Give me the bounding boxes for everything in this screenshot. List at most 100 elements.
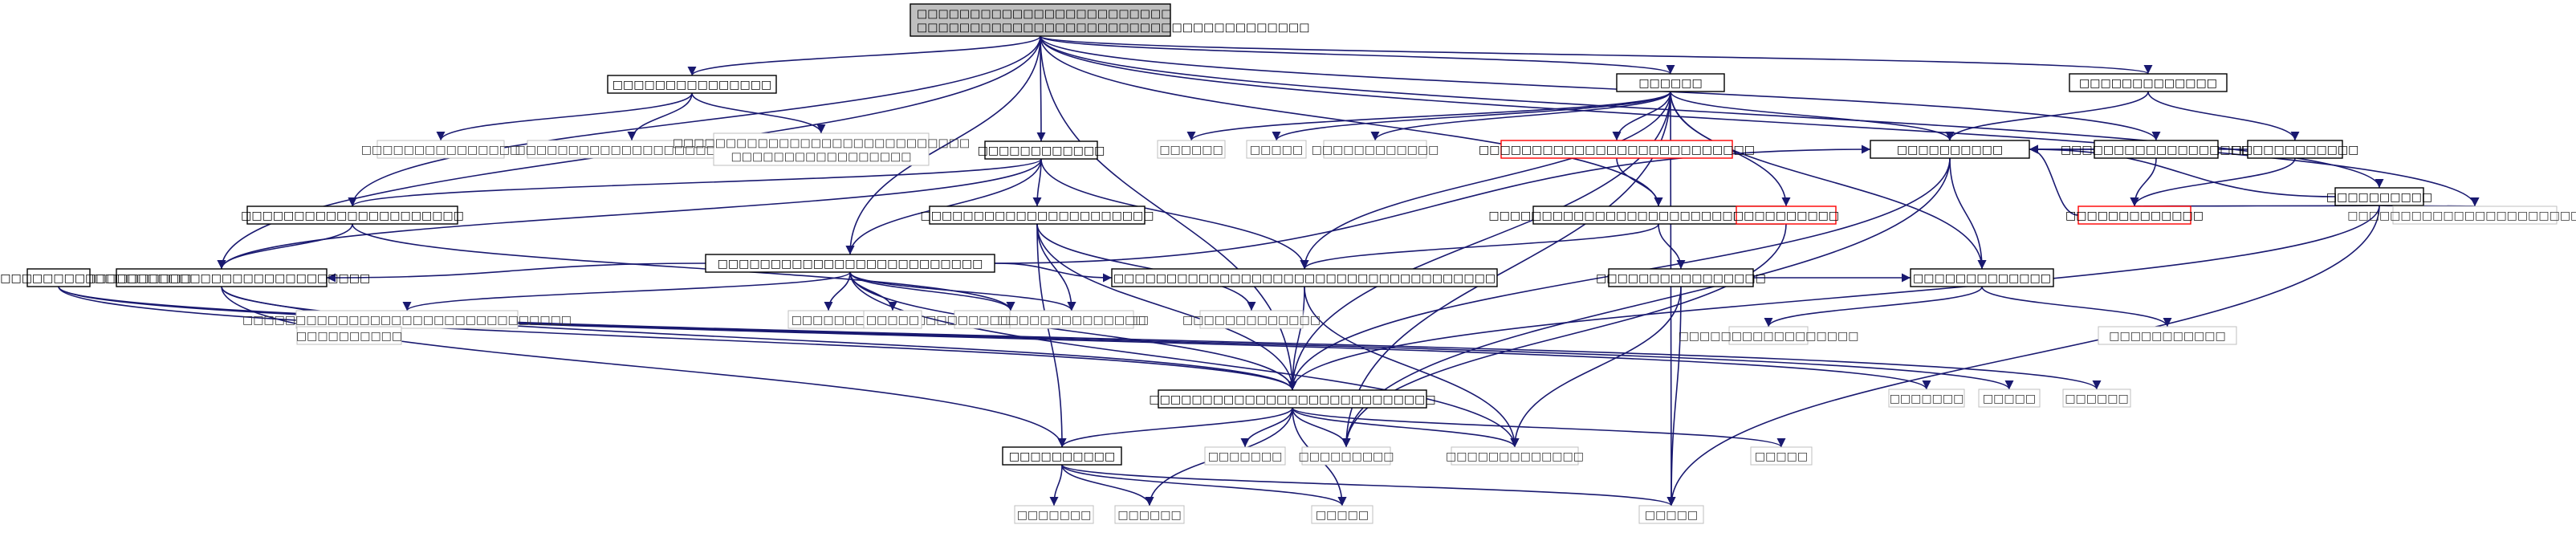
node-root[interactable]: □□□□□□□□□□□□□□□□□□□□□□□□□□□□□□□□□□□□□□□□…	[910, 3, 1309, 37]
edge-path	[849, 271, 1520, 448]
node-a1[interactable]: □□□□□□□□□□□□□□□	[607, 75, 777, 94]
node-g8[interactable]: □□□□□□□□□□□□□□□□□	[1679, 326, 1859, 345]
edge-a5-to-e1	[1288, 205, 2380, 391]
edge-path	[1288, 205, 2380, 391]
edge-a3-to-b4	[1186, 91, 1671, 141]
node-box	[1157, 140, 1226, 159]
edge-d4-to-g9	[1981, 286, 2172, 328]
node-d2[interactable]: □□□□□□□□□□□□□□□□□□□□□□□□□□□□□□□□□□□□	[1111, 268, 1498, 287]
node-g5[interactable]: □□□□□□□□□□□□□□	[997, 310, 1146, 329]
node-box	[2098, 326, 2237, 345]
node-g7[interactable]: □□□□□□□□□□	[296, 326, 402, 345]
node-label: □□□□□□□	[792, 314, 866, 327]
node-r3[interactable]: □□□□□□□□□□□□□	[2065, 205, 2204, 225]
edge-a2-to-c1	[348, 158, 1042, 207]
node-a3[interactable]: □□□□□□	[1616, 73, 1725, 92]
node-box	[2069, 73, 2228, 92]
node-c8[interactable]: □□□□□□□□□□	[1870, 140, 2030, 159]
edge-path	[1370, 91, 1671, 141]
node-i4[interactable]: □□□□□	[1638, 505, 1704, 524]
node-d5[interactable]: □□□□□□□□□□□□□□□□□□□□□□□□□	[0, 268, 191, 287]
node-label: □□□□□□□	[1017, 509, 1092, 522]
edge-path	[1666, 286, 1682, 507]
node-label: □□□□□□□□□□□□□□□□□□□□□□□□□□□□	[673, 137, 970, 150]
node-label: □□□□□□	[1117, 509, 1181, 522]
edge-root-to-c1	[348, 35, 1041, 207]
node-c2[interactable]: □□□□□□□□□□□□□□□□□□□□□□□□□	[705, 254, 995, 273]
node-g4[interactable]: □□□□□	[863, 310, 922, 329]
node-b3[interactable]: □□□□□□□□□□□□□□□□□□□□□□□□□□□□□□□□□□□□□□□□…	[673, 132, 970, 166]
node-c3[interactable]: □□□□□□□□□□□□□□□□□□□□□□	[920, 205, 1154, 225]
node-box	[929, 205, 1146, 225]
edge-root-to-a4	[1040, 35, 2152, 75]
edge-e1-to-h4	[1240, 407, 1293, 448]
node-e1[interactable]: □□□□□□□□□□□□□□□□□□□□□□□□□□□	[1149, 389, 1436, 409]
node-i2[interactable]: □□□□□□	[1114, 505, 1185, 524]
node-b4[interactable]: □□□□□□	[1157, 140, 1226, 159]
node-c1[interactable]: □□□□□□□□□□□□□□□□□□□□□	[241, 205, 464, 225]
node-label: □□□□□□□□□□□□□	[1182, 314, 1321, 327]
edge-c3-to-f1	[1036, 223, 1067, 448]
node-d3[interactable]: □□□□□□□□□□□□□□□□	[1596, 268, 1766, 287]
edge-path	[348, 35, 1041, 207]
node-h3[interactable]: □□□□□□	[2062, 389, 2131, 408]
node-box	[246, 205, 458, 225]
node-h5[interactable]: □□□□□□□□□	[1298, 446, 1394, 466]
node-g1[interactable]: □□□□□□□	[787, 310, 869, 329]
node-h1[interactable]: □□□□□□□	[1888, 389, 1965, 408]
node-label: □□□□□□□	[1890, 393, 1964, 405]
node-h6[interactable]: □□□□□□□□□□□□□	[1446, 446, 1584, 466]
node-g9[interactable]: □□□□□□□□□□□	[2098, 326, 2237, 345]
node-label: □□□□□□□□□□□□□□□□□□□□□□□□	[2347, 210, 2576, 222]
node-b6[interactable]: □□□□□□□□□□□□	[1312, 140, 1439, 159]
node-label: □□□□□	[1316, 509, 1369, 522]
edge-path	[58, 286, 1297, 391]
node-r2[interactable]: □□□□□□□□□□	[1733, 205, 1839, 225]
node-a2[interactable]: □□□□□□□□□□□□	[978, 140, 1105, 160]
edge-path	[1341, 157, 1951, 448]
node-label: □□□□□□□□□□□□□□	[997, 314, 1146, 327]
node-b2[interactable]: □□□□□□□□□□□□□□□□□□□□□□	[515, 140, 749, 159]
node-c7[interactable]: □□□□□□□□□□□□	[2232, 140, 2359, 159]
node-box	[296, 326, 402, 345]
node-b1[interactable]: □□□□□□□□□□□□□□□	[361, 140, 520, 159]
node-label: □□□□□□□□□□□□□□□	[612, 79, 771, 92]
node-box	[984, 140, 1098, 160]
edge-c8-to-d4	[1949, 157, 1987, 270]
node-h2[interactable]: □□□□□	[1978, 389, 2041, 408]
node-label: □□□□□□□□□□□□□□□□□□□□□□□□□	[718, 258, 983, 271]
node-r1[interactable]: □□□□□□□□□□□□□□□□□□□□□□□□□□	[1479, 140, 1755, 159]
node-a4[interactable]: □□□□□□□□□□□□□	[2069, 73, 2228, 92]
node-box	[1870, 140, 2030, 159]
edge-path	[217, 223, 353, 270]
node-i1[interactable]: □□□□□□□	[1014, 505, 1094, 524]
node-d1[interactable]: □□□□□□□□□□□□□□□□□□□□□□□□□□□□	[73, 268, 370, 287]
edge-path	[2147, 91, 2300, 141]
node-box	[26, 268, 91, 287]
edge-path	[1040, 35, 2152, 75]
node-label: □□□□□□□□□□□□□□□□□□□□□□□□□□□□□□□□□□□□□	[917, 22, 1309, 35]
node-h4[interactable]: □□□□□□□	[1204, 446, 1286, 466]
node-label: □□□□□□□	[1208, 450, 1283, 463]
node-c6[interactable]: □□□□□□□□□□□□□□□□□□	[2061, 140, 2252, 159]
node-g6[interactable]: □□□□□□□□□□□□□	[1182, 310, 1321, 329]
node-b7[interactable]: □□□□□□□□□□□□□□□□□□□□□□□□	[2347, 205, 2576, 225]
node-h7[interactable]: □□□□□	[1750, 446, 1813, 466]
edge-a3-to-b6	[1370, 91, 1671, 141]
node-g3[interactable]: □□□□□□□□□□□□□□□□□□□□□□□□□□□□□□□	[242, 310, 572, 329]
node-box	[1728, 326, 1809, 345]
edge-root-to-c2	[845, 35, 1041, 255]
node-layer: □□□□□□□□□□□□□□□□□□□□□□□□□□□□□□□□□□□□□□□□…	[0, 3, 2576, 524]
node-label: □□□□□□□□□□□□□□□□□□□□□□	[920, 210, 1154, 222]
node-label: □□□□□□□□□	[1298, 450, 1394, 463]
edge-path	[1061, 464, 1347, 507]
node-box	[2094, 140, 2219, 159]
node-i3[interactable]: □□□□□	[1311, 505, 1373, 524]
edge-path	[687, 35, 1041, 76]
node-b5[interactable]: □□□□□	[1246, 140, 1307, 159]
node-label: □□□□□□□□□□□□□□□□□□□□□□□□□□□□□□□□□□□□	[1113, 272, 1496, 285]
node-a5[interactable]: □□□□□□□□□□	[2326, 187, 2432, 206]
node-f1[interactable]: □□□□□□□□□□	[1002, 446, 1122, 466]
node-d4[interactable]: □□□□□□□□□□□□□	[1910, 268, 2054, 287]
